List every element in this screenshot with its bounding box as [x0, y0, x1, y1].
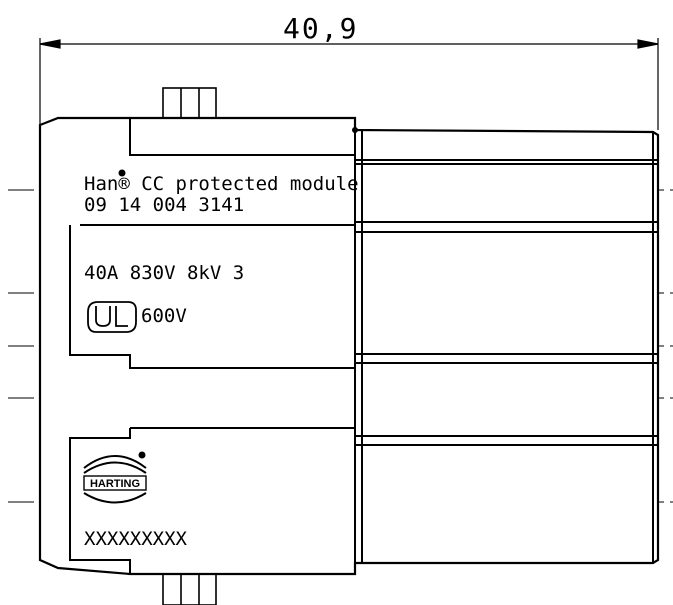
bottom-latch	[162, 573, 217, 605]
dimension-label: 40,9	[283, 12, 358, 45]
top-latch	[162, 87, 217, 119]
marking-dot	[352, 127, 358, 133]
harting-logo: HARTING	[83, 451, 147, 504]
logo-dot	[138, 451, 146, 459]
width-dimension	[39, 38, 659, 130]
part-number-label: 09 14 004 3141	[84, 194, 244, 216]
ul-rating-label: 600V	[141, 305, 187, 327]
module-name-label: Han® CC protected module	[84, 173, 359, 195]
rating-label: 40A 830V 8kV 3	[84, 262, 244, 284]
housing-grooves	[354, 118, 658, 574]
serial-placeholder-label: XXXXXXXXX	[84, 528, 188, 550]
front-face-contour	[69, 118, 355, 574]
ul-recognized-icon	[87, 301, 137, 333]
arrowhead-left-icon	[39, 39, 61, 49]
arrowhead-right-icon	[637, 39, 659, 49]
registered-dot	[118, 169, 126, 177]
brand-logo-text: HARTING	[90, 478, 140, 490]
